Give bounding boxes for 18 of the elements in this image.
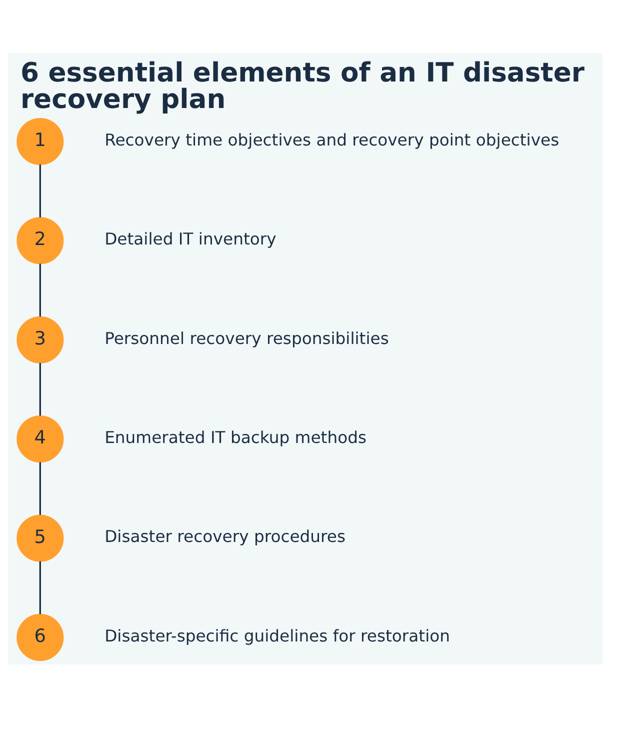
connector — [39, 462, 41, 515]
connector — [39, 362, 41, 416]
connector — [39, 561, 41, 614]
node-label: Disaster recovery procedures — [104, 527, 346, 546]
node-label: Enumerated IT backup methods — [104, 428, 367, 447]
node-circle: 6 — [16, 614, 64, 661]
node-label: Disaster-specific guidelines for restoration — [104, 626, 450, 646]
node-circle: 2 — [16, 217, 64, 264]
node-circle: 1 — [16, 118, 64, 165]
connector — [39, 164, 41, 218]
node-label: Recovery time objectives and recovery point objectives — [104, 130, 560, 150]
node-circle: 4 — [16, 416, 64, 463]
node-label: Detailed IT inventory — [104, 230, 276, 249]
diagram-title: 6 essential elements of an IT disaster recovery plan — [20, 57, 585, 116]
node-circle: 3 — [16, 316, 64, 364]
node-label: Personnel recovery responsibilities — [104, 328, 389, 348]
node-circle: 5 — [16, 514, 64, 562]
connector — [39, 264, 41, 317]
